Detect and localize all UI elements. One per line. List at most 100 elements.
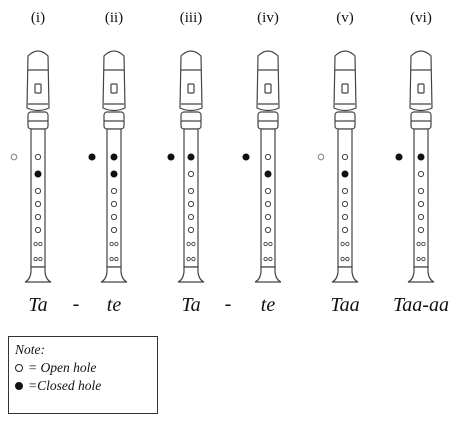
double-hole [340, 256, 345, 262]
double-hole [191, 256, 196, 262]
finger-hole-open [34, 187, 42, 195]
finger-hole-open [187, 213, 195, 221]
syllable-separator: - [225, 293, 232, 315]
diagram-label: (vi) [410, 10, 432, 26]
finger-hole-closed [110, 170, 118, 178]
finger-hole-open [341, 153, 349, 161]
double-hole [263, 241, 268, 247]
finger-hole-closed [264, 170, 272, 178]
finger-hole-open [187, 187, 195, 195]
recorder-bell [24, 266, 52, 283]
recorder-diagram-6: (vi) Taa-aa [393, 10, 449, 316]
recorder-body [100, 50, 128, 283]
finger-hole-closed [34, 170, 42, 178]
double-hole [114, 241, 119, 247]
diagram-label: (v) [336, 10, 354, 26]
legend-closed-text: =Closed hole [28, 378, 102, 393]
double-hole [263, 256, 268, 262]
double-hole [421, 241, 426, 247]
legend-open-text: = Open hole [28, 360, 97, 375]
finger-hole-open [264, 187, 272, 195]
double-hole [33, 241, 38, 247]
finger-hole-open [341, 187, 349, 195]
finger-hole-closed [187, 153, 195, 161]
recorder-head [179, 50, 203, 112]
recorder-body [331, 50, 359, 283]
syllable-text: Ta [181, 294, 200, 316]
recorder-bell [177, 266, 205, 283]
thumb-hole-open [10, 153, 18, 161]
syllable-separator: - [73, 293, 80, 315]
double-hole [345, 241, 350, 247]
recorder-head [409, 50, 433, 112]
syllable-text: Taa-aa [393, 294, 449, 316]
thumb-hole-closed [167, 153, 175, 161]
recorder-diagram-2: (ii)te [88, 10, 128, 316]
recorder-head [333, 50, 357, 112]
recorder-head [256, 50, 280, 112]
double-hole [268, 256, 273, 262]
double-hole [114, 256, 119, 262]
finger-hole-open [264, 226, 272, 234]
double-hole [421, 256, 426, 262]
recorder-window [34, 83, 42, 94]
finger-hole-open [341, 226, 349, 234]
finger-hole-closed [417, 153, 425, 161]
closed-hole-icon [15, 382, 23, 390]
diagram-label: (i) [31, 10, 45, 26]
recorder-tube [183, 128, 199, 268]
double-hole [340, 241, 345, 247]
finger-hole-open [110, 213, 118, 221]
recorder-diagram-4: (iv)te [242, 10, 282, 316]
recorder-bell [100, 266, 128, 283]
recorder-tube [337, 128, 353, 268]
double-hole [109, 241, 114, 247]
recorder-bell [331, 266, 359, 283]
recorder-head [26, 50, 50, 112]
finger-hole-open [264, 153, 272, 161]
finger-hole-open [34, 153, 42, 161]
recorder-diagram-1: (i)Ta [10, 10, 52, 316]
recorder-bell [407, 266, 435, 283]
recorder-body [24, 50, 52, 283]
recorder-window [341, 83, 349, 94]
finger-hole-open [110, 187, 118, 195]
recorder-tube [413, 128, 429, 268]
double-hole [186, 241, 191, 247]
double-hole [268, 241, 273, 247]
legend-open-row: = Open hole [15, 359, 151, 377]
thumb-hole-closed [395, 153, 403, 161]
finger-hole-open [110, 200, 118, 208]
finger-hole-open [417, 213, 425, 221]
recorder-window [187, 83, 195, 94]
double-hole [186, 256, 191, 262]
finger-hole-open [187, 170, 195, 178]
finger-hole-open [187, 200, 195, 208]
thumb-hole-closed [242, 153, 250, 161]
finger-hole-open [264, 213, 272, 221]
double-hole [416, 256, 421, 262]
finger-hole-open [417, 200, 425, 208]
recorder-window [110, 83, 118, 94]
recorder-bell [254, 266, 282, 283]
double-hole [416, 241, 421, 247]
open-hole-icon [15, 364, 23, 372]
double-hole [109, 256, 114, 262]
finger-hole-open [187, 226, 195, 234]
diagram-label: (iv) [257, 10, 279, 26]
finger-hole-closed [341, 170, 349, 178]
recorder-window [417, 83, 425, 94]
recorder-diagram-5: (v) Taa [317, 10, 360, 316]
finger-hole-open [341, 213, 349, 221]
syllable-text: Taa [330, 294, 359, 316]
finger-hole-open [341, 200, 349, 208]
double-hole [33, 256, 38, 262]
double-hole [191, 241, 196, 247]
finger-hole-closed [110, 153, 118, 161]
legend-closed-row: =Closed hole [15, 377, 151, 395]
finger-hole-open [417, 170, 425, 178]
recorder-head [102, 50, 126, 112]
finger-hole-open [417, 187, 425, 195]
